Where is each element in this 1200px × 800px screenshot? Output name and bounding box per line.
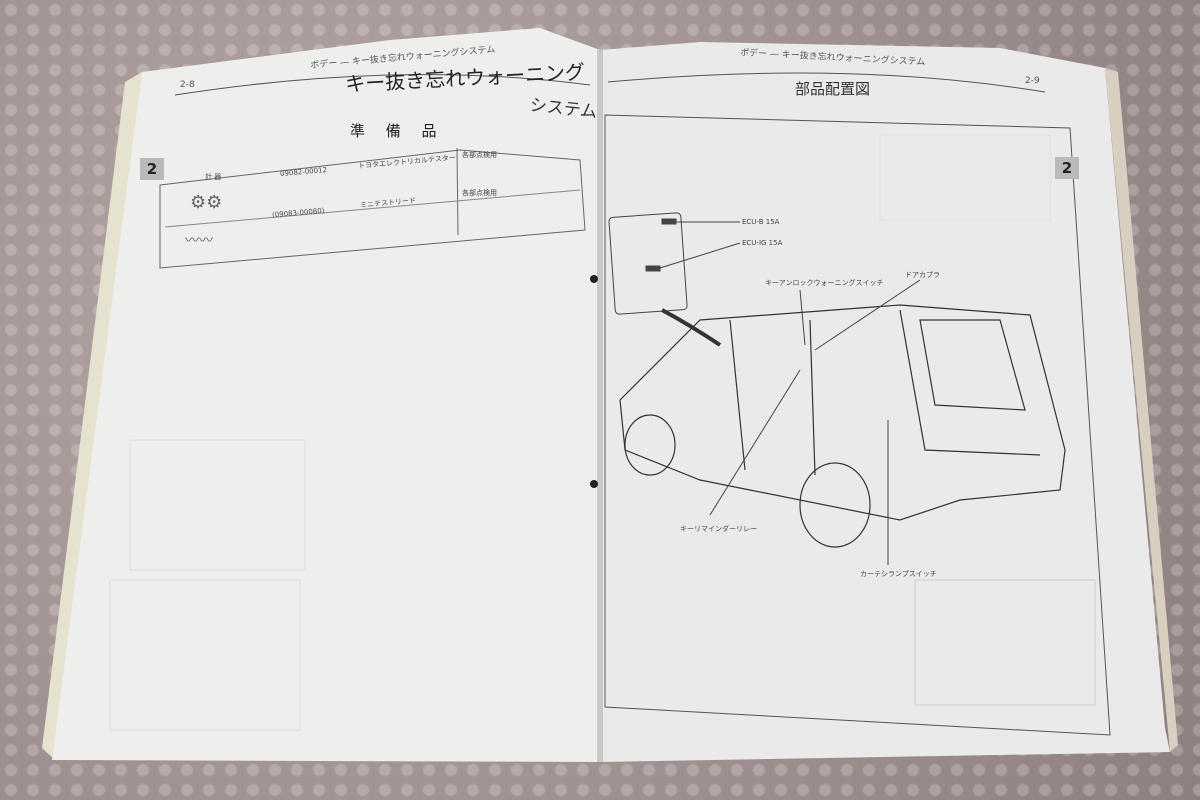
faded-figure xyxy=(879,134,1051,221)
right-page xyxy=(600,42,1170,762)
arrow xyxy=(661,308,722,347)
binder-hole xyxy=(590,480,598,488)
unlock-leader xyxy=(799,289,806,346)
table-divider xyxy=(456,147,459,236)
ecu-ig-leader xyxy=(659,242,741,269)
faded-figure xyxy=(914,579,1096,706)
vehicle-diagram xyxy=(619,304,1066,548)
label-unlock-switch: キーアンロックウォーニングスイッチ xyxy=(765,279,884,287)
door-leader xyxy=(814,279,921,351)
chapter-tab-left: 2 xyxy=(140,158,164,180)
faded-figure xyxy=(109,579,301,731)
label-ecu-b: ECU-B 15A xyxy=(742,218,780,226)
label-reminder-relay: キーリマインダーリレー xyxy=(680,525,757,533)
left-page xyxy=(52,28,600,762)
table-row-divider xyxy=(164,189,581,228)
right-header-rule xyxy=(607,72,1046,93)
tool-use: 各部点検用 xyxy=(462,189,497,197)
label-door: ドアカプラ xyxy=(905,271,940,279)
tools-table-border xyxy=(159,149,586,269)
tools-category: 計 器 xyxy=(205,173,222,181)
label-ecu-ig: ECU-IG 15A xyxy=(742,239,783,247)
tool-use: 各部点検用 xyxy=(462,151,497,159)
faded-figure xyxy=(129,439,306,571)
chapter-tab-right: 2 xyxy=(1055,157,1079,179)
binder-hole xyxy=(590,275,598,283)
relay-leader xyxy=(709,369,801,516)
diagram-frame xyxy=(604,114,1111,736)
right-page-title: 部品配置図 xyxy=(795,80,871,98)
right-page-number: 2-9 xyxy=(1025,76,1040,86)
left-page-stack-edge xyxy=(42,72,142,760)
right-page-edge xyxy=(1105,68,1178,752)
label-courtesy-switch: カーテシランプスイッチ xyxy=(860,570,937,578)
left-page-number: 2-8 xyxy=(180,80,195,90)
section-title: 準 備 品 xyxy=(350,122,445,140)
left-header-rule xyxy=(174,74,591,96)
test-lead-icon: 〰〰 xyxy=(185,233,213,249)
tester-icon: ⚙⚙ xyxy=(190,192,223,213)
